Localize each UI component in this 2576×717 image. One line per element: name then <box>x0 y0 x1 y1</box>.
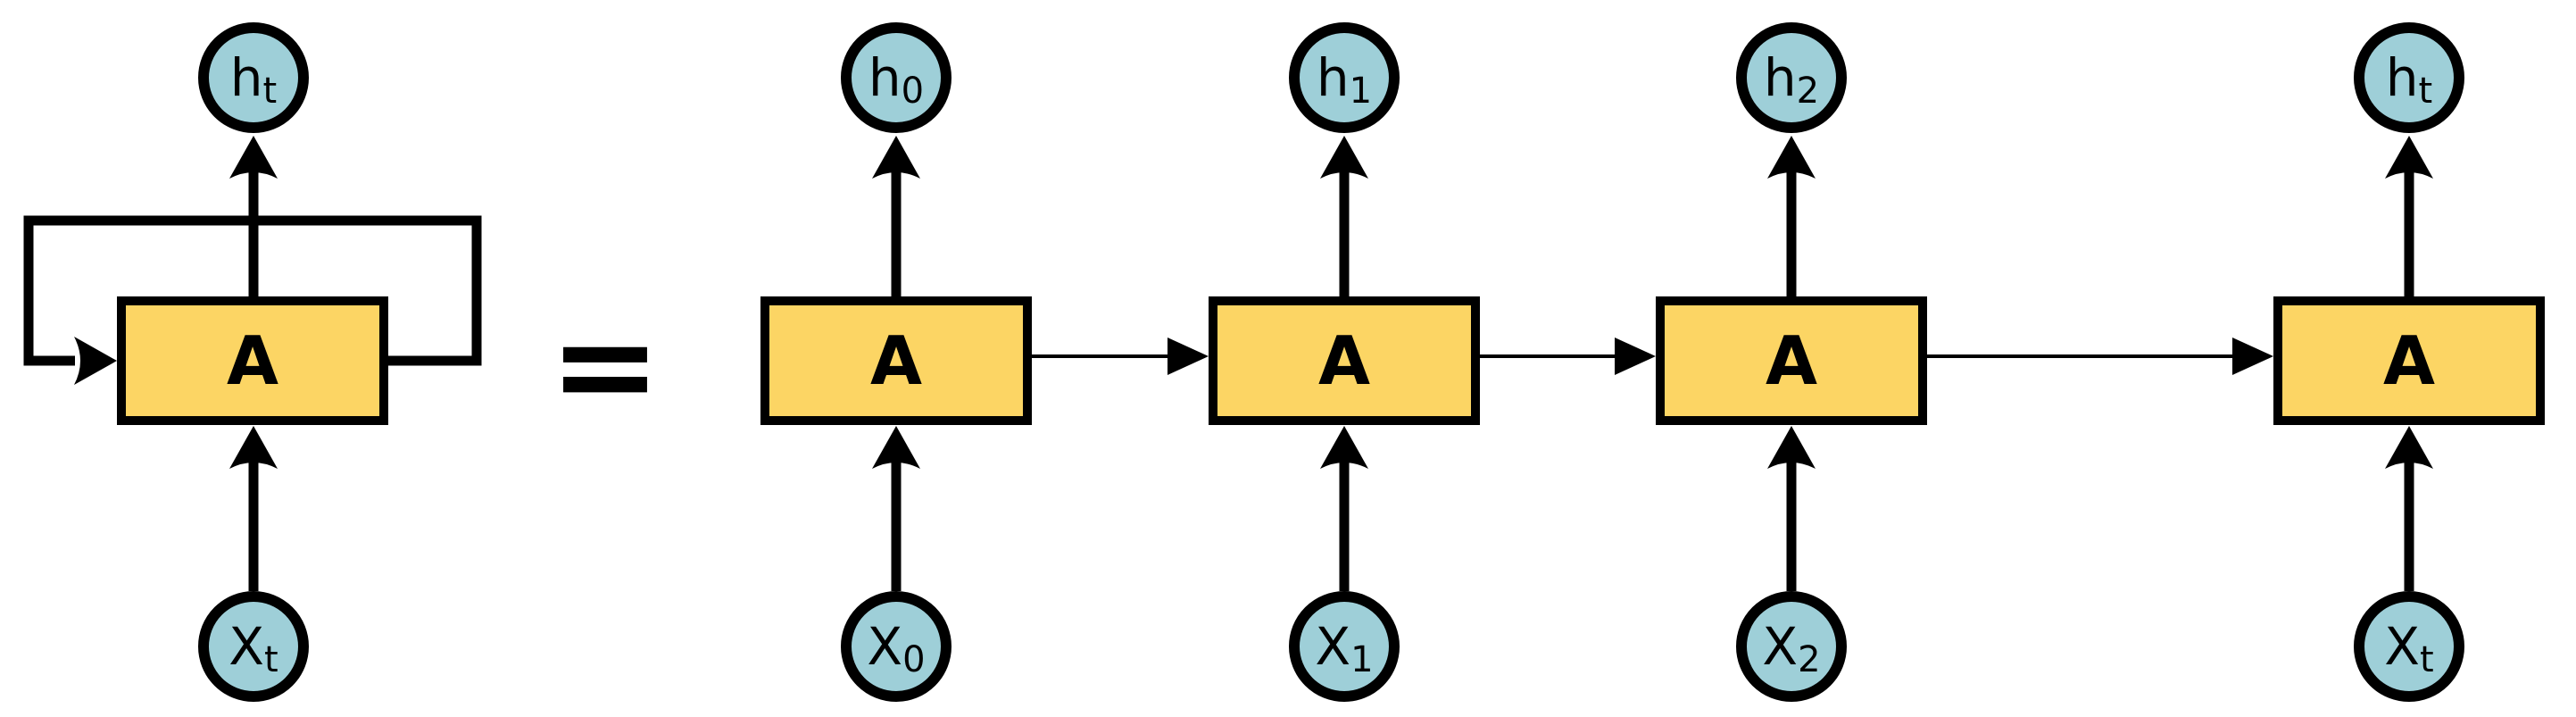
t0-output-arrowhead-icon <box>872 136 920 179</box>
cell-label: A <box>1317 321 1371 400</box>
t1-rnn-cell: A <box>1209 296 1480 425</box>
node-label-subscript: 0 <box>902 639 926 680</box>
t2-rnn-cell: A <box>1656 296 1927 425</box>
node-label-subscript: t <box>2418 71 2433 112</box>
cell-label: A <box>1765 321 1818 400</box>
tt-input-arrowhead-icon <box>2385 426 2433 469</box>
node-label-subscript: t <box>264 639 278 680</box>
node-label-subscript: t <box>262 71 278 112</box>
node-label-subscript: 0 <box>901 71 925 112</box>
cell-label: A <box>869 321 923 400</box>
cell-label: A <box>226 321 279 400</box>
node-label: h <box>229 47 263 108</box>
state-arrowhead-1-2-icon <box>1615 338 1656 375</box>
rolled-output-arrowhead-icon <box>229 136 278 179</box>
state-arrowhead-0-1-icon <box>1168 338 1209 375</box>
rolled-rnn-cell: A <box>117 296 388 425</box>
t1-input-arrowhead-icon <box>1320 426 1368 469</box>
tt-output-arrowhead-icon <box>2385 136 2433 179</box>
node-label-subscript: 1 <box>1350 639 1374 680</box>
t2-output-arrowhead-icon <box>1767 136 1816 179</box>
node-label: X <box>867 616 903 677</box>
node-label-subscript: t <box>2420 639 2434 680</box>
equals-sign: = <box>549 288 661 444</box>
tt-rnn-cell: A <box>2273 296 2545 425</box>
cell-label: A <box>2382 321 2436 400</box>
node-label: h <box>1763 47 1797 108</box>
node-label: X <box>1762 616 1799 677</box>
node-label-subscript: 1 <box>1349 71 1373 112</box>
node-label: X <box>2384 616 2421 677</box>
node-label: X <box>229 616 265 677</box>
node-label: h <box>868 47 902 108</box>
t0-rnn-cell: A <box>760 296 1032 425</box>
state-arrowhead-2-t-icon <box>2232 338 2273 375</box>
node-label-subscript: 2 <box>1796 71 1820 112</box>
node-label: h <box>2385 47 2419 108</box>
node-label: X <box>1315 616 1351 677</box>
t1-output-arrowhead-icon <box>1320 136 1368 179</box>
rolled-input-arrowhead-icon <box>229 426 278 469</box>
t0-input-arrowhead-icon <box>872 426 920 469</box>
node-label-subscript: 2 <box>1798 639 1821 680</box>
node-label: h <box>1316 47 1350 108</box>
t2-input-arrowhead-icon <box>1767 426 1816 469</box>
recurrent-loop-arrowhead-icon <box>74 337 117 385</box>
